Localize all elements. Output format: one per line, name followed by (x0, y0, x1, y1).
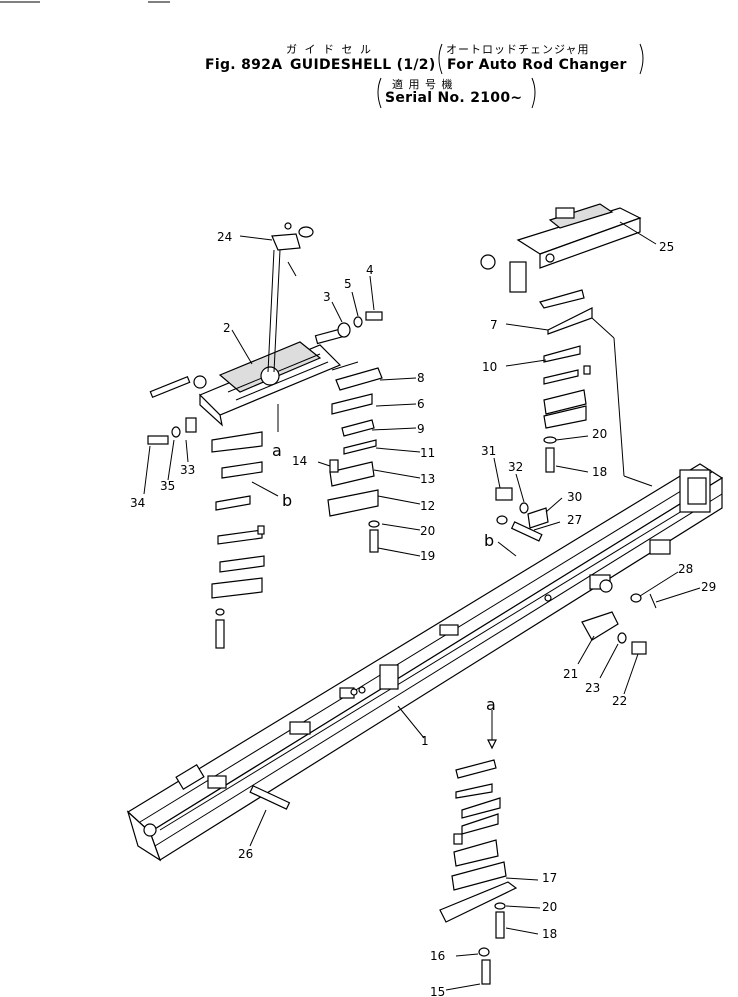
plate-21 (581, 611, 619, 641)
label-22: 22 (612, 694, 627, 708)
label-11: 11 (420, 446, 435, 460)
bolt-34 (147, 435, 169, 445)
label-25: 25 (659, 240, 674, 254)
bolt-22 (631, 641, 647, 655)
label-28: 28 (678, 562, 693, 576)
label-8: 8 (417, 371, 425, 385)
label-5: 5 (344, 277, 352, 291)
label-23: 23 (585, 681, 600, 695)
figure-number: Fig. 892A (205, 57, 283, 73)
washer-5 (353, 316, 363, 328)
label-30: 30 (567, 490, 582, 504)
plate-stack-bottom (439, 759, 518, 985)
label-3: 3 (323, 290, 331, 304)
pin-29 (649, 593, 657, 609)
washer-23 (617, 632, 627, 644)
label-34: 34 (130, 496, 145, 510)
label-33: 33 (180, 463, 195, 477)
label-6: 6 (417, 397, 425, 411)
label-9: 9 (417, 422, 425, 436)
label-27: 27 (567, 513, 582, 527)
label-16: 16 (430, 949, 445, 963)
label-12: 12 (420, 499, 435, 513)
lever-24 (267, 222, 314, 373)
label-20-a: 20 (420, 524, 435, 538)
plate-stack-left (211, 431, 265, 649)
label-19: 19 (420, 549, 435, 563)
label-20-b: 20 (592, 427, 607, 441)
label-18-a: 18 (592, 465, 607, 479)
label-10: 10 (482, 360, 497, 374)
plate-stack-middle (327, 367, 383, 553)
part-3 (337, 322, 351, 338)
bolt-31 (495, 487, 513, 501)
label-7: 7 (490, 318, 498, 332)
label-32: 32 (508, 460, 523, 474)
bolt-4 (365, 311, 383, 321)
label-35: 35 (160, 479, 175, 493)
callout-a-top: a (272, 441, 282, 460)
title-jp-main: ガ イ ド セ ル (286, 43, 373, 56)
plate-stack-right (539, 289, 593, 473)
label-17: 17 (542, 871, 557, 885)
callout-b-right: b (484, 531, 494, 550)
label-20-c: 20 (542, 900, 557, 914)
washer-28 (630, 593, 642, 603)
label-18-b: 18 (542, 927, 557, 941)
label-21: 21 (563, 667, 578, 681)
label-29: 29 (701, 580, 716, 594)
label-14: 14 (292, 454, 307, 468)
callout-b-left: b (282, 491, 292, 510)
plate-30 (527, 507, 549, 529)
label-31: 31 (481, 444, 496, 458)
label-2: 2 (223, 321, 231, 335)
pin-27 (510, 521, 543, 542)
part-33 (185, 417, 197, 433)
pin-26 (249, 785, 291, 810)
part-labels: 24 2 3 5 4 8 6 9 11 13 12 20 19 14 33 35… (130, 230, 716, 997)
label-1: 1 (421, 734, 429, 748)
leader-lines (143, 221, 701, 991)
washer-32 (519, 502, 529, 514)
title-jp-serial: 適 用 号 機 (392, 78, 454, 91)
figure-note: For Auto Rod Changer (447, 57, 627, 73)
serial-range: Serial No. 2100~ (385, 90, 523, 106)
guideshell-frame (126, 463, 724, 862)
title-jp-note: オートロッドチェンジャ用 (446, 43, 590, 56)
part-27-end (496, 515, 508, 525)
callout-a-bottom: a (486, 695, 496, 714)
view-callouts: a b b a (272, 441, 496, 714)
label-26: 26 (238, 847, 253, 861)
label-24: 24 (217, 230, 232, 244)
washer-35 (171, 426, 181, 438)
guide-assembly-2 (193, 328, 344, 427)
long-bolt (149, 375, 191, 399)
assembly-25 (480, 203, 642, 293)
label-4: 4 (366, 263, 374, 277)
figure-title: GUIDESHELL (1/2) (290, 57, 436, 73)
label-15: 15 (430, 985, 445, 997)
label-13: 13 (420, 472, 435, 486)
